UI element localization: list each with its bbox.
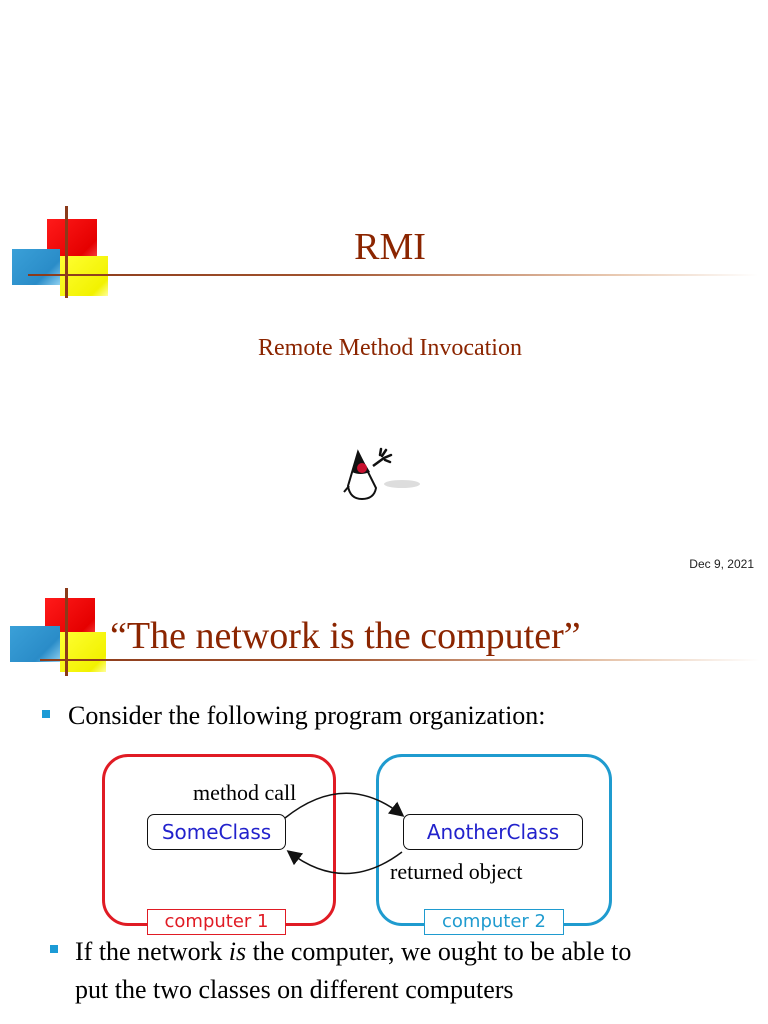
horizontal-rule [28,274,758,276]
bullet-text: Consider the following program organizat… [68,701,546,730]
some-class-box: SomeClass [147,814,286,850]
returned-object-label: returned object [390,859,523,884]
computer-2-label: computer 2 [424,909,564,935]
vertical-rule [65,588,68,676]
slide-date: Dec 9, 2021 [689,557,754,571]
slide-title: RMI [354,226,426,268]
method-call-arrow [284,792,405,819]
computer-1-label: computer 1 [147,909,286,935]
duke-mascot-icon [343,447,420,501]
another-class-box: AnotherClass [403,814,583,850]
blue-square [12,249,60,285]
square-bullet-icon [50,945,58,953]
yellow-square [60,256,108,296]
horizontal-rule [40,659,760,661]
method-call-label: method call [193,780,297,805]
vertical-rule [65,206,68,298]
bullet-text-2: If the network is the computer, we ought… [75,937,632,1004]
slide-title: “The network is the computer” [110,615,581,657]
return-arrow [286,850,403,875]
square-bullet-icon [42,710,50,718]
slide-subtitle: Remote Method Invocation [258,335,522,361]
blue-square [10,626,60,662]
